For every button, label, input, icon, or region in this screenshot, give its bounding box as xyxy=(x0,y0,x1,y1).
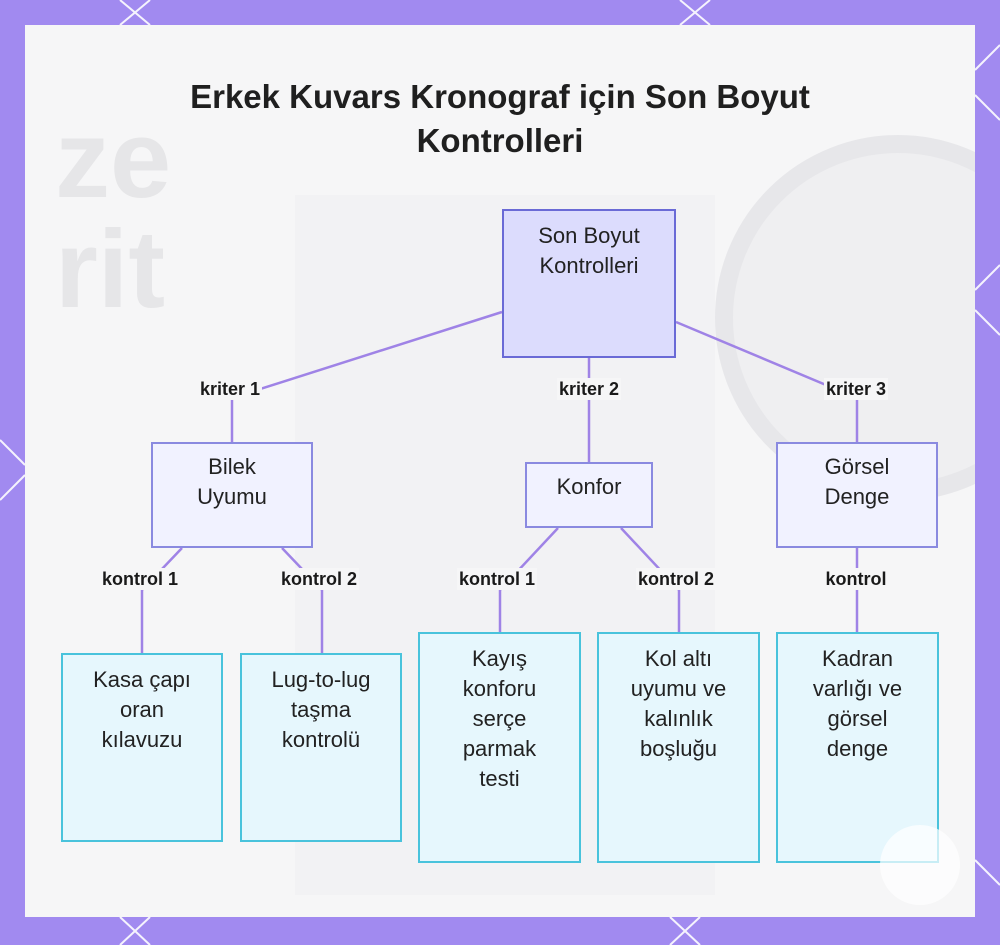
edge-label-kontrol-2: kontrol 2 xyxy=(635,568,717,590)
edge-label-kontrol-1: kontrol 1 xyxy=(456,568,538,590)
edge-label-kontrol-2: kontrol 2 xyxy=(278,568,360,590)
criterion-label: Görsel Denge xyxy=(824,454,890,509)
edge-criterion-2-check-4 xyxy=(620,527,681,632)
check-node-kadran-varligi: Kadran varlığı ve görsel denge xyxy=(776,632,939,863)
root-node-label: Son Boyut Kontrolleri xyxy=(538,223,640,278)
criterion-node-gorsel-denge: Görsel Denge xyxy=(776,442,938,548)
edge-label-kriter-3: kriter 3 xyxy=(823,378,889,400)
edge-label-kriter-1: kriter 1 xyxy=(197,378,263,400)
check-node-kayis-konforu: Kayış konforu serçe parmak testi xyxy=(418,632,581,863)
check-label: Kadran varlığı ve görsel denge xyxy=(812,646,903,761)
watermark-logo xyxy=(880,825,960,905)
check-node-lug-to-lug: Lug-to-lug taşma kontrolü xyxy=(240,653,402,842)
check-label: Lug-to-lug taşma kontrolü xyxy=(271,667,371,752)
criterion-label: Konfor xyxy=(556,474,622,499)
check-label: Kayış konforu serçe parmak testi xyxy=(462,646,537,791)
edge-label-kontrol: kontrol xyxy=(823,568,889,590)
criterion-node-bilek-uyumu: Bilek Uyumu xyxy=(151,442,313,548)
check-label: Kasa çapı oran kılavuzu xyxy=(93,667,191,752)
edge-criterion-1-check-2 xyxy=(281,547,324,653)
criterion-node-konfor: Konfor xyxy=(525,462,653,528)
check-label: Kol altı uyumu ve kalınlık boşluğu xyxy=(630,646,727,761)
edge-criterion-2-check-3 xyxy=(498,527,559,632)
root-node: Son Boyut Kontrolleri xyxy=(502,209,676,358)
edge-label-kontrol-1: kontrol 1 xyxy=(99,568,181,590)
criterion-label: Bilek Uyumu xyxy=(197,454,267,509)
diagram-title: Erkek Kuvars Kronograf için Son Boyut Ko… xyxy=(190,78,810,159)
check-node-kol-alti: Kol altı uyumu ve kalınlık boşluğu xyxy=(597,632,760,863)
check-node-kasa-capi: Kasa çapı oran kılavuzu xyxy=(61,653,223,842)
edge-label-kriter-2: kriter 2 xyxy=(556,378,622,400)
edge-root-criterion-1 xyxy=(230,310,503,442)
edge-criterion-1-check-1 xyxy=(140,547,183,653)
